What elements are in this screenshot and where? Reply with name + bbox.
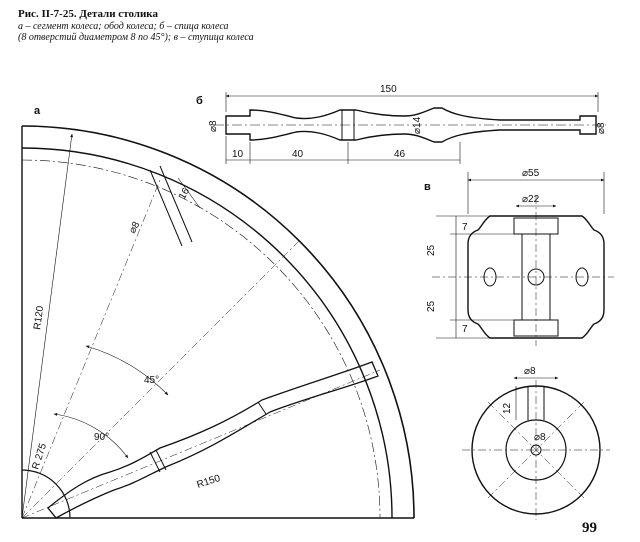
dim-right-8: ⌀8 <box>596 122 607 134</box>
hub-front-drawing: в ⌀55 ⌀22 7 25 25 <box>424 168 614 346</box>
radius-r120-line <box>21 133 74 519</box>
radial-axis-45 <box>21 239 301 519</box>
view-c-label: в <box>424 181 431 193</box>
dim-width-line <box>177 177 201 209</box>
dim-radius-275: R 275 <box>30 442 49 471</box>
dim-c-bot-7: 7 <box>462 324 468 335</box>
dim-seg-10: 10 <box>232 149 244 160</box>
dim-c-hole-22: ⌀22 <box>522 194 540 205</box>
radial-axis-spoke <box>21 369 381 519</box>
hub-round-drawing: ⌀8 12 ⌀8 <box>462 366 610 520</box>
dim-d-depth-12: 12 <box>502 402 513 414</box>
dim-d-hole-8: ⌀8 <box>524 366 536 377</box>
round-axis-d2 <box>487 401 585 499</box>
angle-90-arc <box>53 413 129 459</box>
page-number: 99 <box>582 520 597 536</box>
wheel-segment-drawing: а 16 ⌀8 R120 R 275 R150 <box>21 105 415 519</box>
spoke-drawing: б 150 ⌀8 ⌀14 ⌀8 10 40 46 <box>196 84 607 164</box>
dim-seg-46: 46 <box>394 149 406 160</box>
hole-edge-1 <box>149 169 183 247</box>
dim-radius-120: R120 <box>32 305 46 331</box>
caption-line-2: (8 отверстий диаметром 8 по 45°); в – ст… <box>18 32 254 44</box>
dim-hole-8: ⌀8 <box>127 220 143 236</box>
spoke-outline <box>47 361 379 519</box>
caption-line-1: а – сегмент колеса; обод колеса; б – спи… <box>18 20 229 32</box>
spoke-collar <box>257 401 267 415</box>
figure-caption: Рис. II-7-25. Детали столика а – сегмент… <box>18 8 438 44</box>
dim-c-top-25: 25 <box>426 244 437 256</box>
dim-total-150: 150 <box>380 84 397 95</box>
spoke-profile <box>225 107 597 143</box>
dim-c-bot-25: 25 <box>426 300 437 312</box>
spoke-in-segment <box>47 361 379 519</box>
spoke-ring-2 <box>155 449 167 471</box>
view-b-label: б <box>196 95 203 107</box>
dim-left-8: ⌀8 <box>208 120 219 132</box>
view-a-label: а <box>34 105 41 117</box>
hub-front-outline <box>467 215 605 339</box>
angle-45-arc <box>85 345 169 396</box>
dim-seg-40: 40 <box>292 149 304 160</box>
dim-d-center-8: ⌀8 <box>534 432 546 443</box>
dim-radius-150: R150 <box>196 473 223 491</box>
dim-c-width-55: ⌀55 <box>522 168 540 179</box>
spoke-ring-1 <box>149 451 161 473</box>
dim-width-16: 16 <box>177 186 192 202</box>
dim-angle-90: 90° <box>94 432 109 443</box>
dim-mid-14: ⌀14 <box>412 116 423 134</box>
caption-title: Рис. II-7-25. Детали столика <box>18 8 158 20</box>
hole-edge-2 <box>159 165 193 243</box>
dim-c-top-7: 7 <box>462 222 468 233</box>
dim-angle-45: 45° <box>144 375 159 386</box>
